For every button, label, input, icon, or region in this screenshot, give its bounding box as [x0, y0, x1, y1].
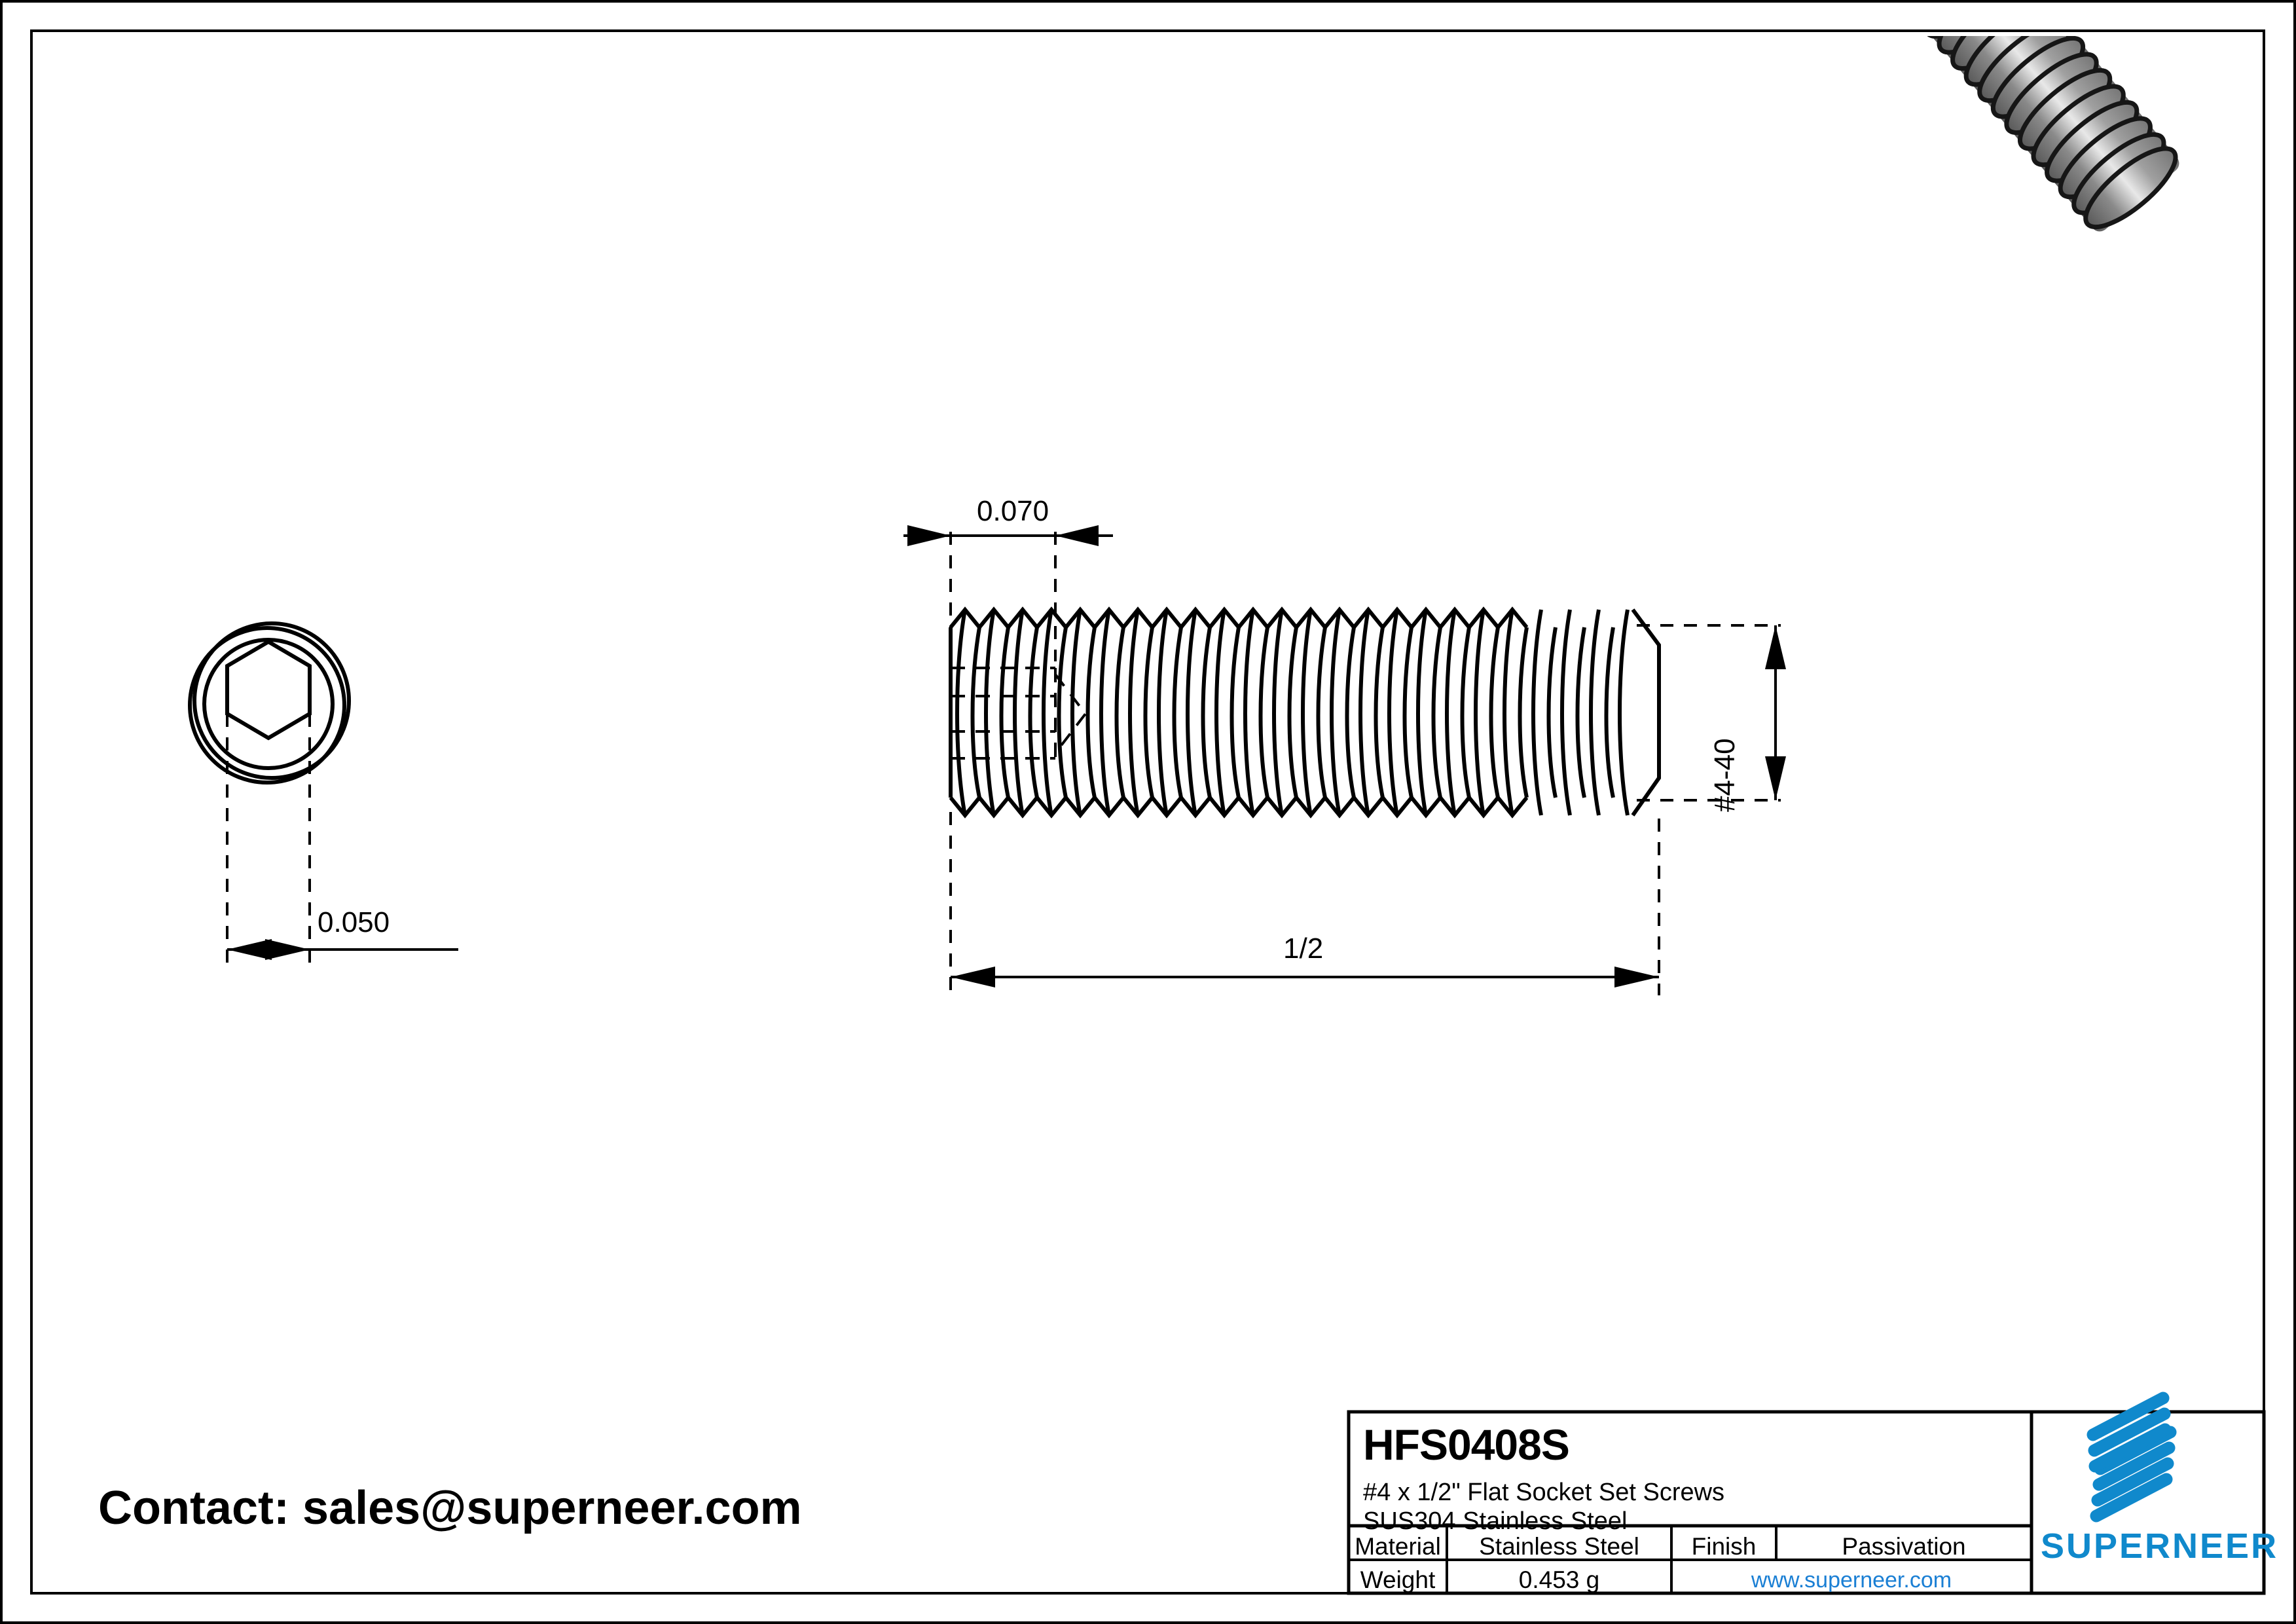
hidden-socket-detail: [951, 667, 1087, 760]
dimension-label-length: 1/2: [1283, 932, 1324, 965]
outer-circle-1: [192, 621, 351, 780]
contact-text: Contact: sales@superneer.com: [98, 1482, 802, 1534]
title-block-frame: [1347, 1410, 2266, 1595]
logo-mark-stripes: [2086, 1392, 2177, 1522]
weight-label: Weight: [1360, 1566, 1436, 1593]
dimension-label-thread-size: #4-40: [1709, 738, 1741, 812]
dimension-thread-size: [1637, 624, 1786, 802]
inner-circle: [202, 638, 335, 770]
side-view-group: [903, 525, 1786, 995]
part-description-line2: SUS304 Stainless Steel: [1363, 1507, 1628, 1535]
right-chamfer-face: [1631, 608, 1661, 817]
part-description-line1: #4 x 1/2" Flat Socket Set Screws: [1363, 1479, 1725, 1506]
dimension-0050: [227, 939, 458, 960]
part-number: HFS0408S: [1363, 1420, 1570, 1469]
thread-helix-lines: [955, 609, 1630, 816]
dimension-0070: [903, 525, 1113, 798]
website-link[interactable]: www.superneer.com: [1751, 1568, 1952, 1593]
material-value: Stainless Steel: [1479, 1533, 1639, 1560]
thread-roots-bottom: [949, 794, 1529, 819]
hex-socket-outline: [225, 639, 312, 741]
thread-profile: [949, 606, 1529, 819]
weight-value: 0.453 g: [1518, 1566, 1600, 1593]
finish-label: Finish: [1691, 1533, 1757, 1560]
dimension-length: [949, 812, 1660, 995]
dimension-label-0070: 0.070: [977, 495, 1049, 527]
iso-render-group: [1824, 36, 2179, 232]
finish-value: Passivation: [1842, 1533, 1966, 1560]
dimension-label-0050: 0.050: [318, 906, 390, 938]
brand-wordmark: SUPERNEER: [2041, 1526, 2279, 1566]
outer-circle-2: [188, 626, 346, 784]
front-view-group: [188, 621, 458, 963]
material-label: Material: [1355, 1533, 1441, 1560]
